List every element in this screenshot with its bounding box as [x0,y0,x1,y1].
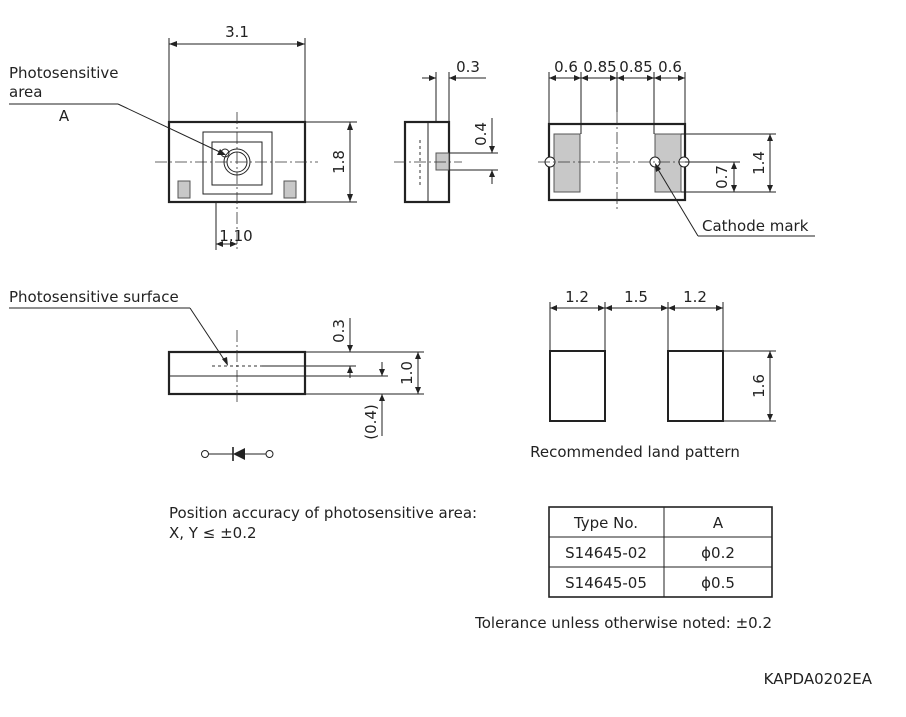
table-cell-a-2: ϕ0.5 [701,574,735,592]
top-width-dim: 3.1 [225,23,249,41]
bottom-seg1-dim: 0.6 [554,58,578,76]
bottom-seg2-dim: 0.85 [583,58,616,76]
bottom-view: 0.6 0.85 0.85 0.6 0.7 1.4 Cathode mark [538,58,815,237]
top-view: 3.1 Photosensitive area A 1.8 [9,23,357,250]
bottom-height-dim: 1.4 [750,151,768,175]
top-height-dim: 1.8 [330,150,348,174]
front-view: Photosensitive surface 0.3 1.0 (0.4) [9,288,424,461]
photosensitive-area-label-1: Photosensitive [9,64,118,82]
top-pad-left [177,180,191,199]
position-accuracy-line1: Position accuracy of photosensitive area… [169,504,477,522]
drawing-code: KAPDA0202EA [764,670,873,688]
side-view: 0.3 0.4 [394,58,498,204]
front-surface-depth-dim: 0.3 [330,319,348,343]
table-header-a: A [713,514,724,532]
photosensitive-area-label-2: area [9,83,42,101]
diode-symbol [201,447,274,461]
cathode-mark-label: Cathode mark [702,217,809,235]
side-pad [435,152,450,171]
top-offset-dim: 1.10 [219,227,252,245]
side-pad-width-dim: 0.3 [456,58,480,76]
table-header-type: Type No. [573,514,638,532]
area-letter: A [59,107,70,125]
land-width-right-dim: 1.2 [683,288,707,306]
photosensitive-surface-label: Photosensitive surface [9,288,179,306]
tolerance-note: Tolerance unless otherwise noted: ±0.2 [474,614,772,632]
type-table: Type No. A S14645-02 ϕ0.2 S14645-05 ϕ0.5 [548,506,773,598]
table-cell-type-2: S14645-05 [565,574,647,592]
top-pad-right [283,180,297,199]
bottom-seg4-dim: 0.6 [658,58,682,76]
top-window-outer [202,131,273,195]
land-gap-dim: 1.5 [624,288,648,306]
bottom-pad-height-dim: 0.7 [713,165,731,189]
land-pad-right [667,350,724,422]
front-height-dim: 1.0 [398,361,416,385]
land-pad-left [549,350,606,422]
bottom-seg3-dim: 0.85 [619,58,652,76]
bottom-pad-left [553,133,581,193]
table-cell-a-1: ϕ0.2 [701,544,735,562]
position-accuracy-line2: X, Y ≤ ±0.2 [169,524,257,542]
recommended-land-pattern-label: Recommended land pattern [530,443,740,461]
front-bottom-dim: (0.4) [362,404,380,440]
land-height-dim: 1.6 [750,374,768,398]
table-cell-type-1: S14645-02 [565,544,647,562]
land-width-left-dim: 1.2 [565,288,589,306]
land-pattern: 1.2 1.5 1.2 1.6 Recommended land pattern [530,288,776,461]
side-pad-height-dim: 0.4 [472,122,490,146]
